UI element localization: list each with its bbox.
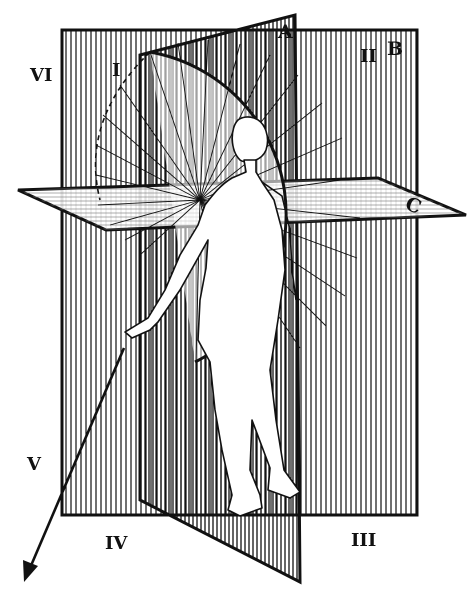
zone-label-iii: III (351, 530, 376, 551)
human-figure (124, 116, 301, 517)
plane-label-a: A (277, 21, 293, 43)
zone-label-vi: VI (29, 65, 52, 86)
plane-label-b: B (387, 38, 403, 60)
zone-label-ii: II (360, 46, 377, 67)
zone-label-i: I (112, 60, 120, 81)
zone-label-v: V (26, 454, 42, 475)
zone-label-iv: IV (105, 533, 128, 554)
direction-arrow-v (23, 347, 126, 582)
